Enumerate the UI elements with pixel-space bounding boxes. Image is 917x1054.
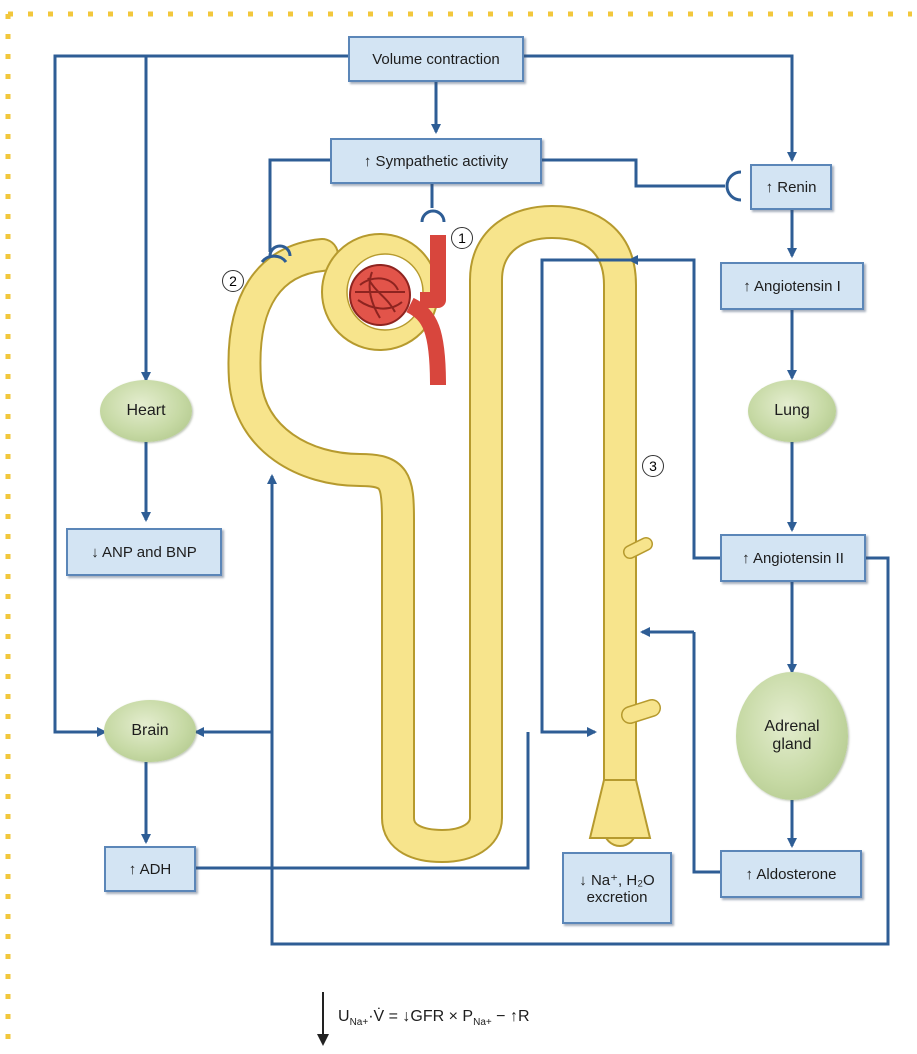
site-number-2: 2: [222, 270, 244, 292]
formula-tail: − ↑R: [492, 1008, 530, 1025]
brain-oval: Brain: [104, 700, 196, 762]
sympathetic-activity-box: ↑ Sympathetic activity: [330, 138, 542, 184]
adh-box: ↑ ADH: [104, 846, 196, 892]
formula-u-sub: Na+: [350, 1017, 369, 1028]
excretion-formula: UNa+·V̇ = ↓GFR × PNa+ − ↑R: [338, 1008, 530, 1028]
site-number-1: 1: [451, 227, 473, 249]
excretion-line1: ↓ Na⁺, H₂O: [579, 871, 654, 889]
site-number-3: 3: [642, 455, 664, 477]
aldosterone-box: ↑ Aldosterone: [720, 850, 862, 898]
adrenal-line2: gland: [772, 736, 811, 754]
lung-oval: Lung: [748, 380, 836, 442]
angiotensin-ii-box: ↑ Angiotensin II: [720, 534, 866, 582]
excretion-line2: excretion: [587, 889, 648, 906]
volume-contraction-box: Volume contraction: [348, 36, 524, 82]
nephron-tubule: [244, 222, 652, 846]
formula-u: U: [338, 1008, 350, 1025]
adrenal-line1: Adrenal: [764, 718, 819, 736]
excretion-box: ↓ Na⁺, H₂O excretion: [562, 852, 672, 924]
anp-bnp-box: ↓ ANP and BNP: [66, 528, 222, 576]
angiotensin-i-box: ↑ Angiotensin I: [720, 262, 864, 310]
formula-p-sub: Na+: [473, 1017, 492, 1028]
adrenal-gland-oval: Adrenal gland: [736, 672, 848, 800]
formula-middle: ·V̇ = ↓GFR × P: [368, 1008, 473, 1025]
renin-box: ↑ Renin: [750, 164, 832, 210]
heart-oval: Heart: [100, 380, 192, 442]
